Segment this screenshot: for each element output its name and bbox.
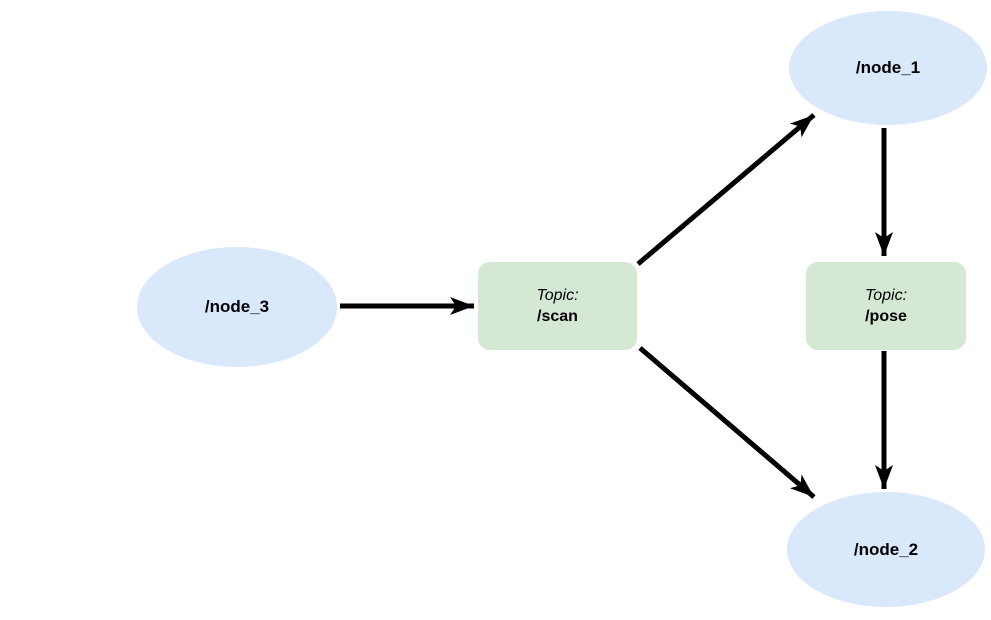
topic-scan[interactable]: Topic: /scan: [478, 262, 637, 350]
topic-scan-prefix: Topic:: [536, 287, 579, 304]
node-node1[interactable]: /node_1: [789, 11, 987, 125]
topic-pose-name: /pose: [865, 308, 907, 325]
node-node3[interactable]: /node_3: [137, 247, 337, 367]
node-node2-label: /node_2: [853, 539, 919, 559]
topic-pose-prefix: Topic:: [864, 287, 908, 304]
node-node1-label: /node_1: [855, 58, 921, 77]
topic-scan-name: /scan: [537, 308, 578, 325]
node-node3-label: /node_3: [204, 297, 270, 316]
topic-pose[interactable]: Topic: /pose: [806, 262, 966, 350]
node-node2[interactable]: /node_2: [787, 492, 985, 607]
edge-scan-to-node1[interactable]: [636, 113, 816, 266]
edge-scan-to-node2[interactable]: [638, 346, 816, 499]
